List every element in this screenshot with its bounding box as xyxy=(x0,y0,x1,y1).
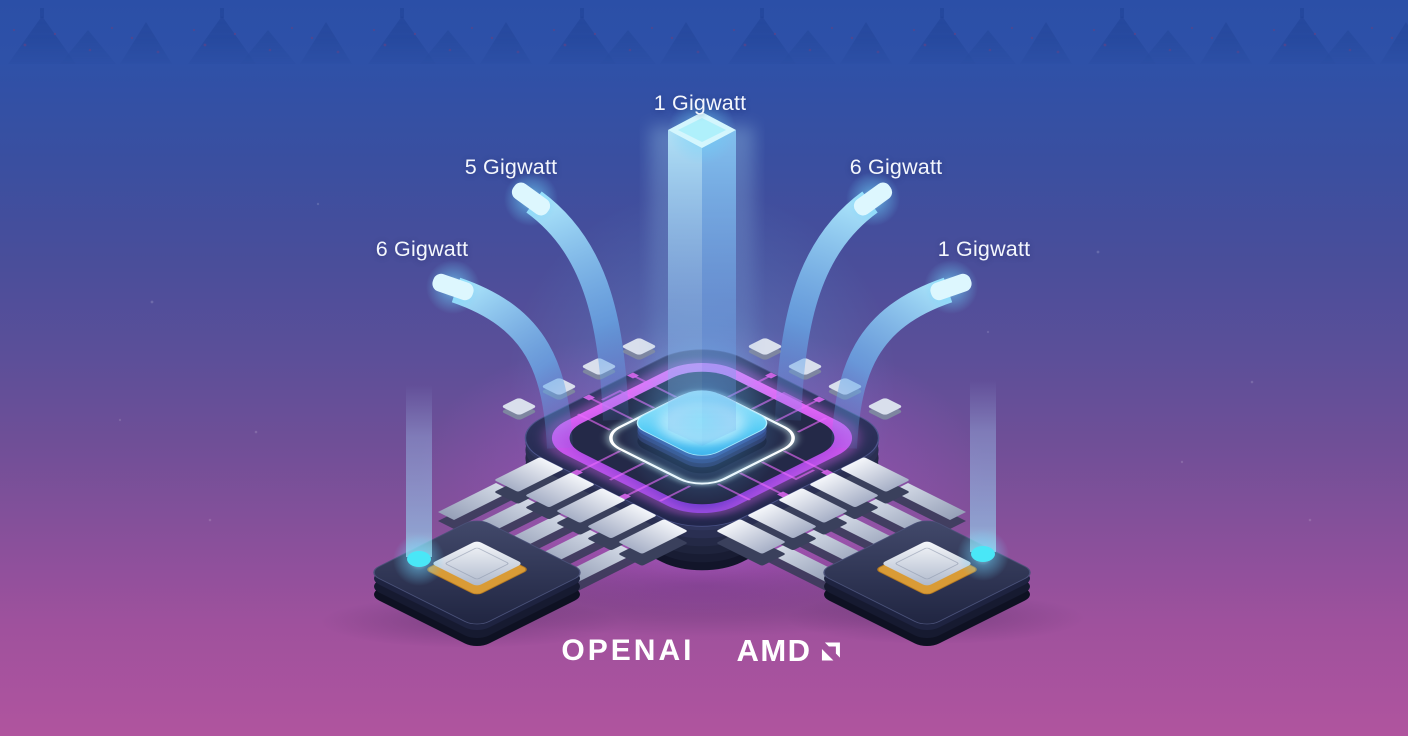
left-board xyxy=(373,520,581,646)
beam-tips xyxy=(426,172,978,314)
skyline-band xyxy=(0,0,1408,66)
gigwatt-label-upper-right: 6 Gigwatt xyxy=(849,155,943,179)
beam-upper-right xyxy=(775,191,878,421)
beam-upper-left xyxy=(526,191,629,421)
amd-wordmark: AMD xyxy=(736,633,812,668)
openai-wordmark: OPENAI xyxy=(561,634,695,667)
edge-pads xyxy=(502,338,902,420)
energy-column-center xyxy=(650,97,754,446)
gigwatt-label-top: 1 Gigwatt xyxy=(653,91,747,115)
drop-beams xyxy=(393,380,1009,586)
chip-pins xyxy=(495,457,909,566)
gigwatt-label-lower-right: 1 Gigwatt xyxy=(937,237,1031,261)
sparkles xyxy=(118,202,1312,522)
footer-logos: OPENAI AMD xyxy=(561,633,844,669)
beam-lower-left xyxy=(451,277,573,449)
amd-logo: AMD xyxy=(736,633,844,669)
gigwatt-label-lower-left: 6 Gigwatt xyxy=(375,237,469,261)
amd-arrow-icon xyxy=(822,642,841,660)
gigwatt-label-upper-left: 5 Gigwatt xyxy=(464,155,558,179)
beam-lower-right xyxy=(831,277,953,449)
energy-beams xyxy=(451,191,953,449)
